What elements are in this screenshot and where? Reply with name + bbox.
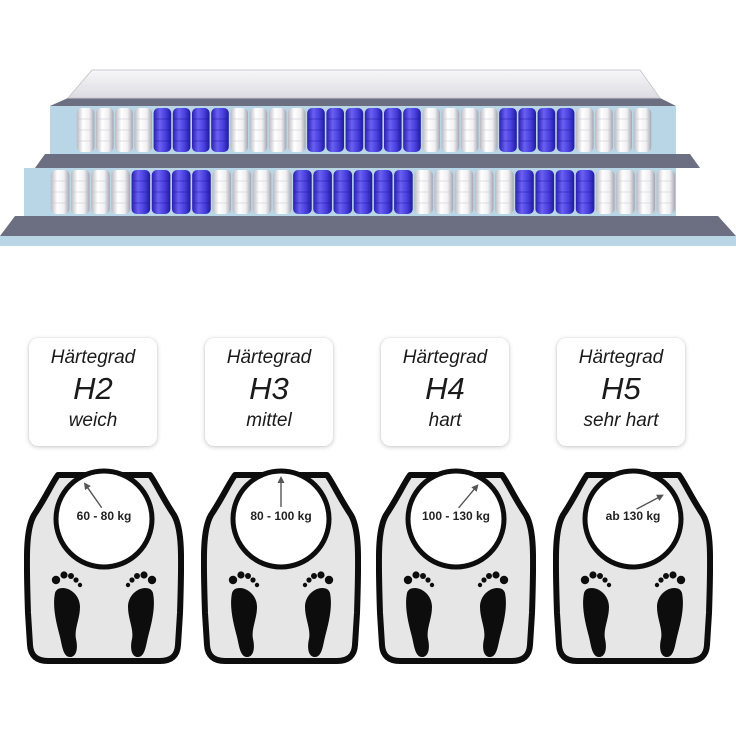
hardness-label: Härtegrad — [226, 347, 312, 368]
right-footprint-icon — [302, 571, 334, 657]
weight-range: 80 - 100 kg — [250, 509, 312, 523]
hardness-card-h2: Härtegrad H2 weich — [29, 338, 157, 446]
scale-needle — [85, 484, 103, 509]
scale-dial — [405, 468, 507, 570]
scale-icon — [376, 468, 536, 664]
left-footprint-icon — [228, 571, 260, 657]
bathroom-scale-h2: 60 - 80 kg — [24, 463, 184, 668]
base-foam-layer — [0, 236, 736, 246]
middle-felt-layer — [35, 154, 700, 168]
arrow-icon — [83, 482, 91, 491]
upper-spring-row — [76, 108, 652, 152]
scale-needle — [458, 486, 478, 509]
hardness-description: sehr hart — [583, 410, 659, 431]
weight-range: 60 - 80 kg — [76, 509, 132, 523]
hardness-card-h5: Härtegrad H5 sehr hart — [557, 338, 685, 446]
scale-dial — [230, 468, 332, 570]
hardness-grade: H5 — [601, 371, 641, 406]
scale-icon — [24, 468, 184, 664]
arrow-icon — [471, 484, 479, 492]
hardness-description: hart — [428, 410, 462, 431]
weight-range: 100 - 130 kg — [421, 509, 491, 523]
hardness-label: Härtegrad — [402, 347, 488, 368]
topper-layer — [66, 69, 661, 99]
hardness-label: Härtegrad — [578, 347, 664, 368]
bathroom-scale-h5: ab 130 kg — [553, 463, 713, 668]
hardness-label: Härtegrad — [50, 347, 136, 368]
lower-spring-row — [50, 170, 676, 214]
weight-range: ab 130 kg — [605, 509, 661, 523]
bathroom-scale-h3: 80 - 100 kg — [201, 463, 361, 668]
right-footprint-icon — [125, 571, 157, 657]
hardness-grade: H4 — [425, 371, 465, 406]
hardness-description: mittel — [246, 410, 292, 431]
left-footprint-icon — [51, 571, 83, 657]
arrow-icon — [656, 494, 664, 501]
hardness-description: weich — [68, 410, 118, 431]
bathroom-scale-h4: 100 - 130 kg — [376, 463, 536, 668]
top-felt-layer — [50, 98, 676, 106]
left-footprint-icon — [403, 571, 435, 657]
hardness-card-h4: Härtegrad H4 hart — [381, 338, 509, 446]
arrow-icon — [277, 476, 285, 483]
scale-icon — [553, 468, 713, 664]
right-footprint-icon — [654, 571, 686, 657]
scale-dial — [53, 468, 155, 570]
scale-needle — [636, 495, 662, 510]
hardness-card-h3: Härtegrad H3 mittel — [205, 338, 333, 446]
bottom-felt-layer — [0, 216, 736, 236]
mattress-cross-section — [0, 69, 736, 246]
scale-icon — [201, 468, 361, 664]
left-footprint-icon — [580, 571, 612, 657]
hardness-grade: H3 — [249, 371, 289, 406]
right-footprint-icon — [477, 571, 509, 657]
hardness-grade: H2 — [73, 371, 113, 406]
